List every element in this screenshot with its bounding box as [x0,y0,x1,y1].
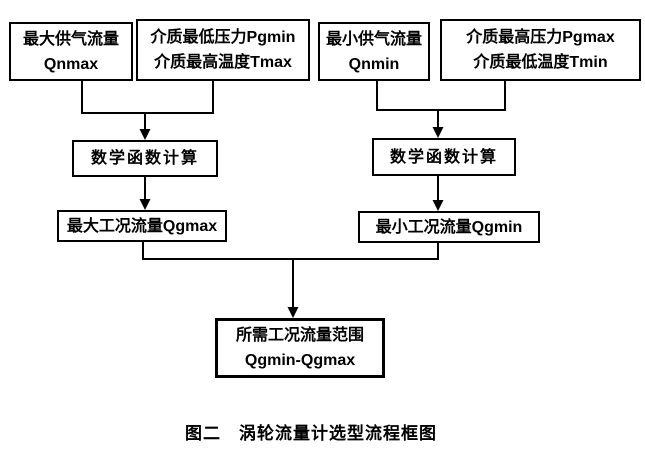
node-required-flow-range-value: Qgmin-Qgmax [244,352,356,369]
node-max-supply-flow-label: 最大供气流量 [22,30,119,48]
node-max-working-flow-label: 最大工况流量Qgmax [66,217,218,235]
node-math-calc-left: 数学函数计算 [72,140,218,177]
node-required-flow-range-label: 所需工况流量范围 [235,327,364,344]
arrowhead-right-merge [432,127,444,138]
node-math-calc-right-label: 数学函数计算 [389,148,498,166]
arrowhead-math-right [432,200,444,211]
node-min-supply-flow: 最小供气流量 Qnmin [318,22,430,81]
node-min-pressure-max-temp: 介质最低压力Pgmin 介质最高温度Tmax [136,19,310,81]
node-min-supply-flow-label: 最小供气流量 [325,30,422,48]
node-min-temp-label: 介质最低温度Tmin [473,54,608,71]
node-min-supply-flow-symbol: Qnmin [348,55,400,73]
figure-caption: 图二 涡轮流量计选型流程框图 [185,424,437,443]
node-min-working-flow: 最小工况流量Qgmin [358,211,540,243]
node-max-supply-flow: 最大供气流量 Qnmax [9,22,133,81]
node-required-flow-range: 所需工况流量范围 Qgmin-Qgmax [215,318,385,378]
node-max-pressure-label: 介质最高压力Pgmax [466,29,615,46]
node-max-temp-label: 介质最高温度Tmax [154,54,292,71]
arrowhead-math-left [139,199,151,210]
arrowhead-left-merge [139,129,151,140]
node-math-calc-left-label: 数学函数计算 [90,150,199,167]
node-math-calc-right: 数学函数计算 [372,138,516,176]
connector-left-merge [81,81,214,131]
node-min-working-flow-label: 最小工况流量Qgmin [375,218,523,236]
arrowhead-bottom-merge [287,307,299,318]
connector-right-merge [376,81,506,129]
node-max-pressure-min-temp: 介质最高压力Pgmax 介质最低温度Tmin [440,19,641,81]
connector-bottom-merge [142,242,439,309]
node-min-pressure-label: 介质最低压力Pgmin [150,29,296,46]
node-max-working-flow: 最大工况流量Qgmax [57,210,227,242]
node-max-supply-flow-symbol: Qnmax [43,55,99,73]
